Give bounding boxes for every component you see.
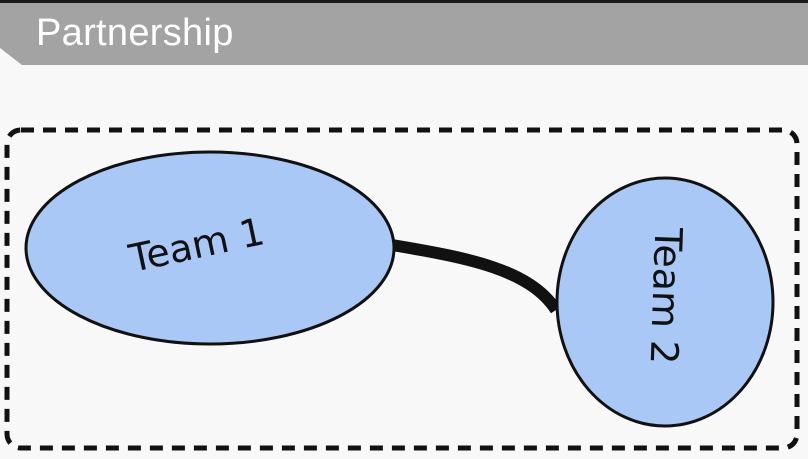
node-team-2-shape bbox=[555, 176, 775, 428]
top-border bbox=[0, 0, 808, 3]
node-team-1[interactable]: Team 1 bbox=[24, 150, 396, 346]
bounded-context-boundary bbox=[4, 127, 800, 451]
node-team-2[interactable]: Team 2 bbox=[555, 176, 775, 428]
partnership-connection bbox=[391, 239, 562, 314]
node-team-2-label: Team 2 bbox=[642, 226, 691, 365]
slide-title: Partnership bbox=[36, 12, 234, 54]
node-team-1-shape bbox=[24, 150, 396, 346]
title-bar bbox=[0, 3, 808, 65]
